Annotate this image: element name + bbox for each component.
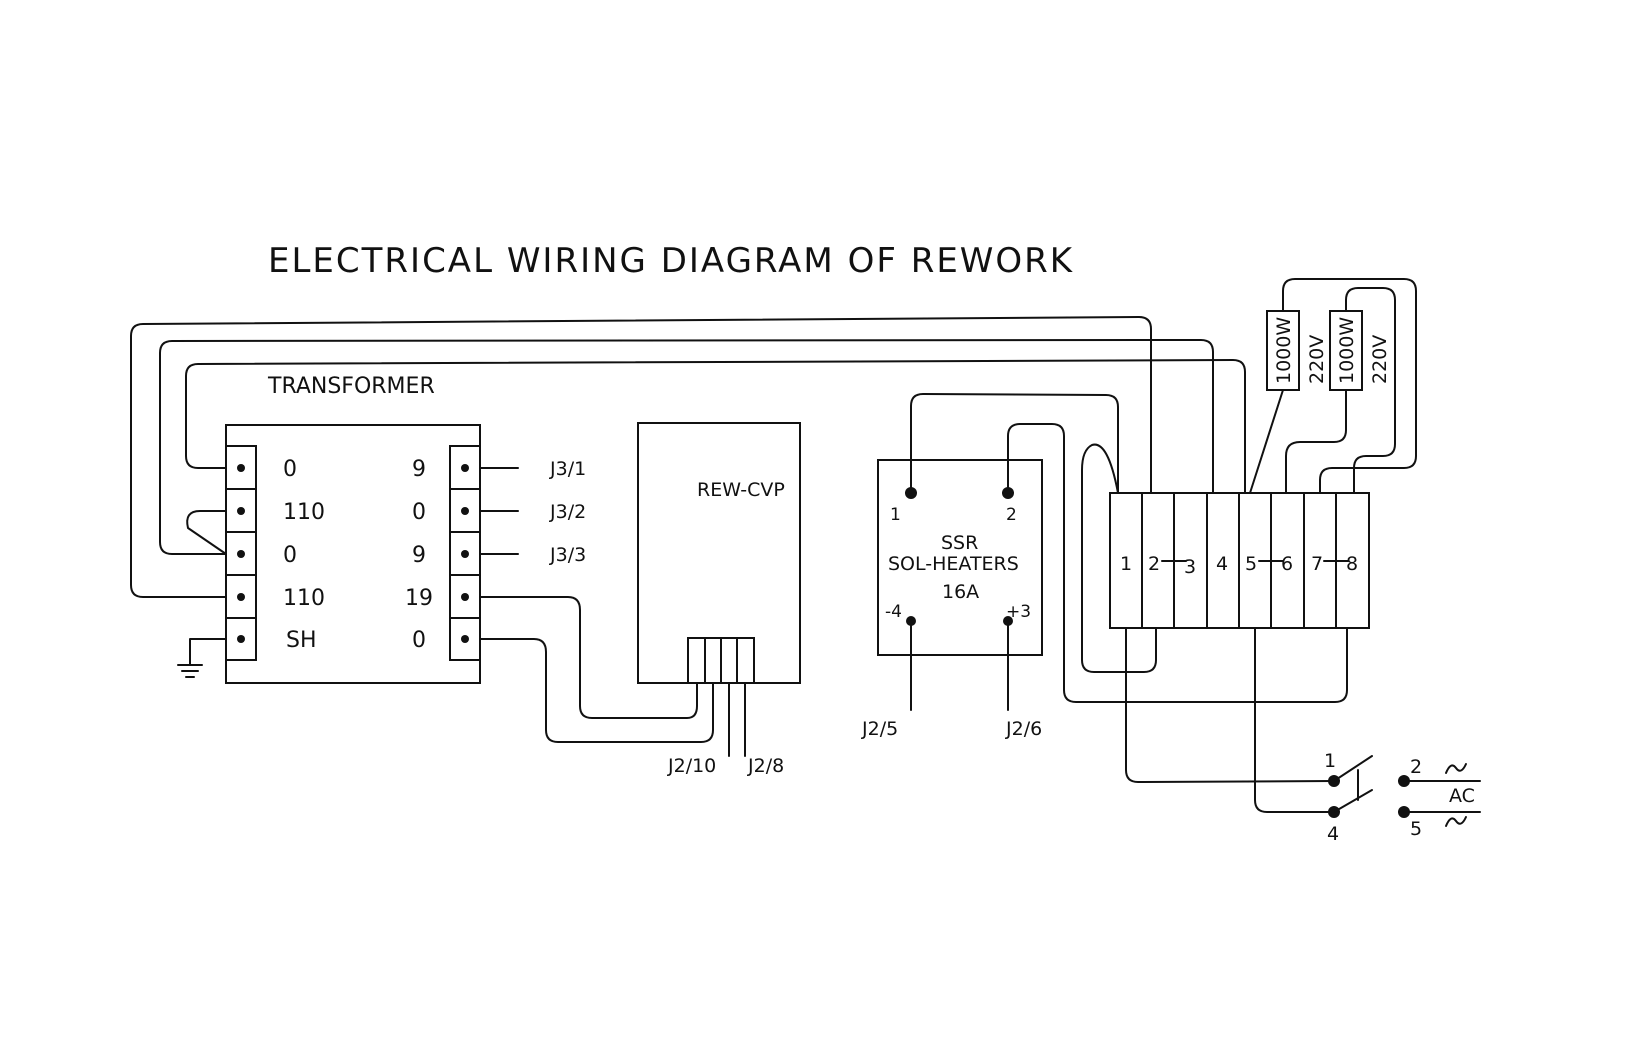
transformer-left-label: 0: [283, 457, 297, 482]
terminal-dot: [237, 593, 245, 601]
heater: 1000W 220V: [1330, 311, 1391, 390]
transformer-right-label: 9: [412, 543, 426, 568]
terminal-dot: [461, 635, 469, 643]
ssr-pin-label: +3: [1006, 602, 1031, 622]
wire: [480, 639, 713, 742]
ac-symbol-icon: [1446, 817, 1466, 826]
heater: 1000W 220V: [1267, 311, 1328, 390]
transformer-right-label: 19: [405, 586, 433, 611]
ground-icon: [178, 639, 226, 677]
connector-label: J3/3: [549, 544, 586, 566]
switch-pin-label: 4: [1327, 823, 1339, 845]
heater-voltage: 220V: [1369, 335, 1391, 384]
terminal-dot: [237, 550, 245, 558]
terminal-label: 6: [1281, 553, 1293, 575]
wire: [1250, 390, 1283, 493]
transformer-body: [226, 425, 480, 683]
terminal-dot: [461, 593, 469, 601]
transformer-label: TRANSFORMER: [267, 374, 435, 399]
terminal-dot: [237, 464, 245, 472]
diagram-title: ELECTRICAL WIRING DIAGRAM OF REWORK: [268, 241, 1074, 281]
terminal-label: 5: [1245, 553, 1257, 575]
transformer-right-label: 0: [412, 500, 426, 525]
connector-label: J2/10: [667, 755, 716, 777]
supply-label: AC: [1449, 785, 1475, 807]
ssr-label: SOL-HEATERS: [888, 553, 1019, 575]
heater-power: 1000W: [1273, 317, 1295, 384]
main-switch: 1 4 2 5 AC: [1324, 750, 1480, 845]
transformer-left-label: 110: [283, 500, 325, 525]
transformer-left-label: 110: [283, 586, 325, 611]
terminal-label: 8: [1346, 553, 1358, 575]
heater-power: 1000W: [1336, 317, 1358, 384]
wire: [1008, 424, 1347, 702]
ssr-pin-label: -4: [885, 602, 902, 622]
connector-label: J2/5: [861, 718, 898, 740]
controller: REW-CVP J2/10 J2/8: [638, 423, 800, 777]
terminal-dot: [461, 464, 469, 472]
wire: [1255, 628, 1334, 812]
wire: [1126, 628, 1334, 782]
ssr-label: 16A: [942, 581, 979, 603]
connector-label: J3/2: [549, 501, 586, 523]
transformer-right-label: 0: [412, 628, 426, 653]
terminal-label: 7: [1311, 553, 1323, 575]
terminal-label: 2: [1148, 553, 1160, 575]
terminal-label: 4: [1216, 553, 1228, 575]
ssr-pin-label: 2: [1006, 505, 1017, 525]
connector-label: J3/1: [549, 458, 586, 480]
controller-label: REW-CVP: [697, 479, 785, 501]
terminal-dot: [237, 635, 245, 643]
connector-label: J2/8: [747, 755, 784, 777]
transformer-left-label: 0: [283, 543, 297, 568]
heater-voltage: 220V: [1306, 335, 1328, 384]
transformer-right-label: 9: [412, 457, 426, 482]
connector-label: J2/6: [1005, 718, 1042, 740]
ssr-label: SSR: [941, 532, 978, 554]
terminal-label: 1: [1120, 553, 1132, 575]
terminal-dot: [461, 550, 469, 558]
switch-pin-label: 5: [1410, 818, 1422, 840]
terminal-dot: [461, 507, 469, 515]
ssr: 1 2 -4 +3 SSR SOL-HEATERS 16A J2/5 J2/6: [861, 460, 1042, 740]
wire: [1286, 390, 1346, 493]
switch-pin-label: 2: [1410, 756, 1422, 778]
wire: [911, 394, 1118, 493]
ssr-pin-label: 1: [890, 505, 901, 525]
jumper-wire: [187, 511, 226, 554]
transformer-left-label: SH: [286, 628, 317, 653]
controller-body: [638, 423, 800, 683]
terminal-label: 3: [1184, 556, 1196, 578]
transformer: TRANSFORMER 0 110 0 110 SH 9 0 9 19: [178, 374, 586, 683]
terminal-dot: [237, 507, 245, 515]
wire: [480, 597, 697, 718]
terminal-block: 1 2 3 4 5 6 7 8: [1110, 493, 1369, 628]
ac-symbol-icon: [1446, 764, 1466, 773]
switch-pin-label: 1: [1324, 750, 1336, 772]
